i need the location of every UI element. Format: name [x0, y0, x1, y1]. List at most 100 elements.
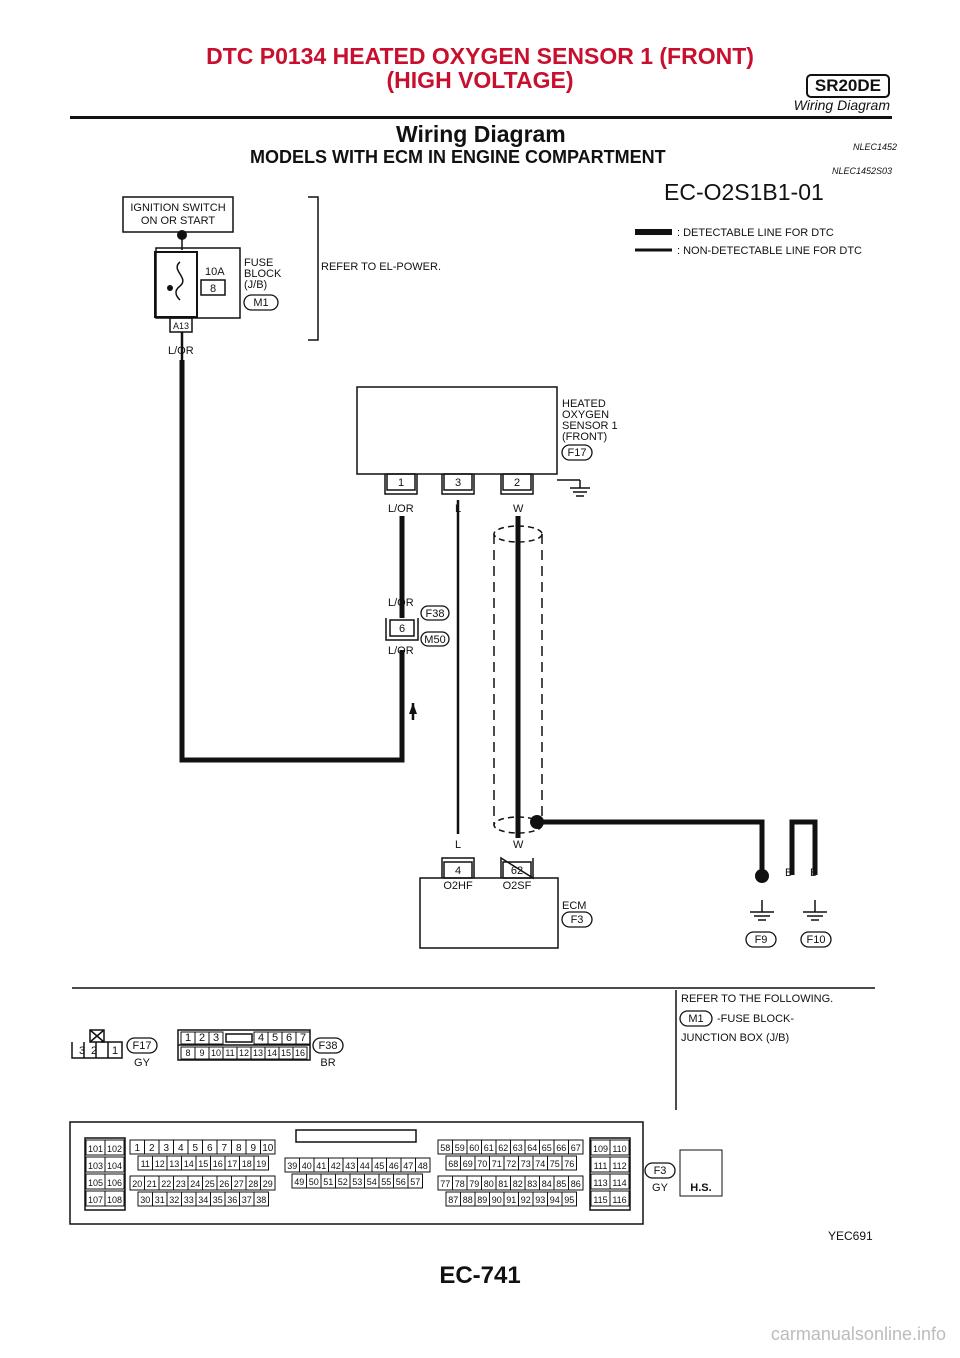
page-header-title: DTC P0134 HEATED OXYGEN SENSOR 1 (FRONT)…	[0, 44, 960, 92]
f3-pin-label: 15	[198, 1159, 208, 1169]
f38-pin-label: 13	[253, 1048, 263, 1058]
f3-pin-label: 92	[521, 1195, 531, 1205]
f3-pin-label: 28	[248, 1179, 258, 1189]
f3-pin-label: 72	[506, 1159, 516, 1169]
wire-color-l-ecm: L	[455, 839, 461, 851]
f38-pin-label: 11	[225, 1048, 234, 1058]
f3-conn-color: GY	[652, 1182, 669, 1194]
f3-pin-label: 14	[184, 1159, 194, 1169]
ecm-label: ECM	[562, 900, 586, 912]
sensor-label-3: SENSOR 1	[562, 420, 618, 432]
f3-pin-label: 32	[169, 1195, 179, 1205]
refer-following-note: REFER TO THE FOLLOWING.	[681, 993, 833, 1005]
header-title-line2: (HIGH VOLTAGE)	[386, 67, 574, 93]
f3-pin-label: 12	[155, 1159, 165, 1169]
f3-pin-label: 59	[455, 1143, 465, 1153]
f3-pin-label: 42	[331, 1161, 341, 1171]
sensor-pin-3: 3	[455, 477, 461, 489]
f3-pin-label: 37	[242, 1195, 252, 1205]
f3-pin-label: 104	[107, 1161, 122, 1171]
joint-pin: 6	[399, 623, 405, 635]
f3-pin-label: 93	[535, 1195, 545, 1205]
header-subtitle: Wiring Diagram	[793, 97, 890, 113]
ground-f9: F9	[755, 934, 768, 946]
f38-pin-label: 5	[272, 1032, 278, 1044]
f3-pin-label: 78	[455, 1179, 465, 1189]
f17-conn-color: GY	[134, 1057, 151, 1069]
f38-pin-cell	[208, 1031, 224, 1045]
f38-pin-label: 3	[213, 1032, 219, 1044]
f3-pin-label: 19	[256, 1159, 266, 1169]
f3-pin-label: 21	[147, 1179, 157, 1189]
f3-pin-cell	[104, 1173, 125, 1190]
ground-f10: F10	[807, 934, 826, 946]
ignition-label-1: IGNITION SWITCH	[130, 202, 225, 214]
f3-pin-label: 73	[521, 1159, 531, 1169]
refer-power-note: REFER TO EL-POWER.	[321, 261, 441, 273]
f38-pin-label: 8	[185, 1048, 190, 1058]
watermark: carmanualsonline.info	[770, 1324, 946, 1344]
wire-color-lor-top: L/OR	[168, 345, 194, 357]
legend-non-detectable: : NON-DETECTABLE LINE FOR DTC	[677, 245, 862, 257]
refer-item-text-2: JUNCTION BOX (J/B)	[681, 1032, 789, 1044]
f3-pin-label: 3	[163, 1143, 169, 1154]
f3-pin-label: 103	[88, 1161, 103, 1171]
f3-pin-label: 82	[513, 1179, 523, 1189]
section-subtitle: MODELS WITH ECM IN ENGINE COMPARTMENT	[250, 147, 666, 167]
sensor-label-4: (FRONT)	[562, 431, 607, 443]
fuse-conn-label: M1	[253, 297, 268, 309]
f3-pin-label: 77	[440, 1179, 450, 1189]
wire-color-l-sensor: L	[455, 503, 461, 515]
f38-pin-label: 1	[185, 1032, 191, 1044]
f3-pin-label: 110	[612, 1144, 626, 1154]
f3-pin-label: 38	[256, 1195, 266, 1205]
f38-pin-label: 15	[281, 1048, 291, 1058]
f38-conn-color: BR	[320, 1057, 335, 1069]
f3-pin-cell	[561, 1155, 577, 1171]
f3-pin-label: 84	[542, 1179, 552, 1189]
f38-pin-label: 4	[258, 1032, 264, 1044]
f3-pin-cell	[561, 1191, 577, 1207]
wire-color-w-sensor: W	[513, 503, 524, 515]
f3-pin-label: 34	[198, 1195, 208, 1205]
f3-pin-label: 112	[612, 1161, 626, 1171]
f3-pin-label: 40	[302, 1161, 312, 1171]
section-subcode: NLEC1452S03	[832, 166, 893, 176]
f3-pin-label: 116	[612, 1195, 626, 1205]
sensor-label-1: HEATED	[562, 398, 606, 410]
f3-pin-label: 114	[612, 1178, 626, 1188]
f3-pin-label: 56	[396, 1177, 406, 1187]
f3-pin-label: 54	[367, 1177, 377, 1187]
f3-pin-label: 81	[498, 1179, 508, 1189]
f17-conn-id: F17	[133, 1040, 152, 1052]
f3-pin-cell	[260, 1175, 276, 1191]
figure-code: YEC691	[828, 1229, 873, 1243]
f3-pin-label: 63	[513, 1143, 523, 1153]
f38-pin-label: 12	[239, 1048, 249, 1058]
f3-pin-label: 22	[161, 1179, 171, 1189]
f3-pin-cell	[253, 1155, 269, 1171]
f3-pin-label: 89	[477, 1195, 487, 1205]
sensor-conn-label: F17	[568, 447, 587, 459]
f3-pin-label: 39	[287, 1161, 297, 1171]
f3-pin-label: 18	[242, 1159, 252, 1169]
f3-pin-cell	[253, 1191, 269, 1207]
f3-pin-cell	[609, 1156, 630, 1173]
f3-pin-label: 57	[410, 1177, 420, 1187]
sensor-pin-2: 2	[514, 477, 520, 489]
wire-color-w-ecm: W	[513, 839, 524, 851]
wire-color-b-1: B	[785, 867, 792, 879]
f3-pin-label: 33	[184, 1195, 194, 1205]
f3-pin-cell	[609, 1139, 630, 1156]
f3-pin-label: 16	[213, 1159, 223, 1169]
f3-pin-cell	[609, 1190, 630, 1207]
f3-pin-label: 49	[294, 1177, 304, 1187]
f3-pin-label: 94	[550, 1195, 560, 1205]
f3-pin-label: 20	[132, 1179, 142, 1189]
f3-pin-label: 5	[192, 1143, 198, 1154]
joint-conn-bottom: M50	[424, 634, 445, 646]
f3-pin-label: 1	[134, 1143, 140, 1154]
f3-pin-label: 2	[149, 1143, 155, 1154]
f3-pin-label: 108	[107, 1195, 122, 1205]
wire-color-lor-joint-bottom: L/OR	[388, 645, 414, 657]
